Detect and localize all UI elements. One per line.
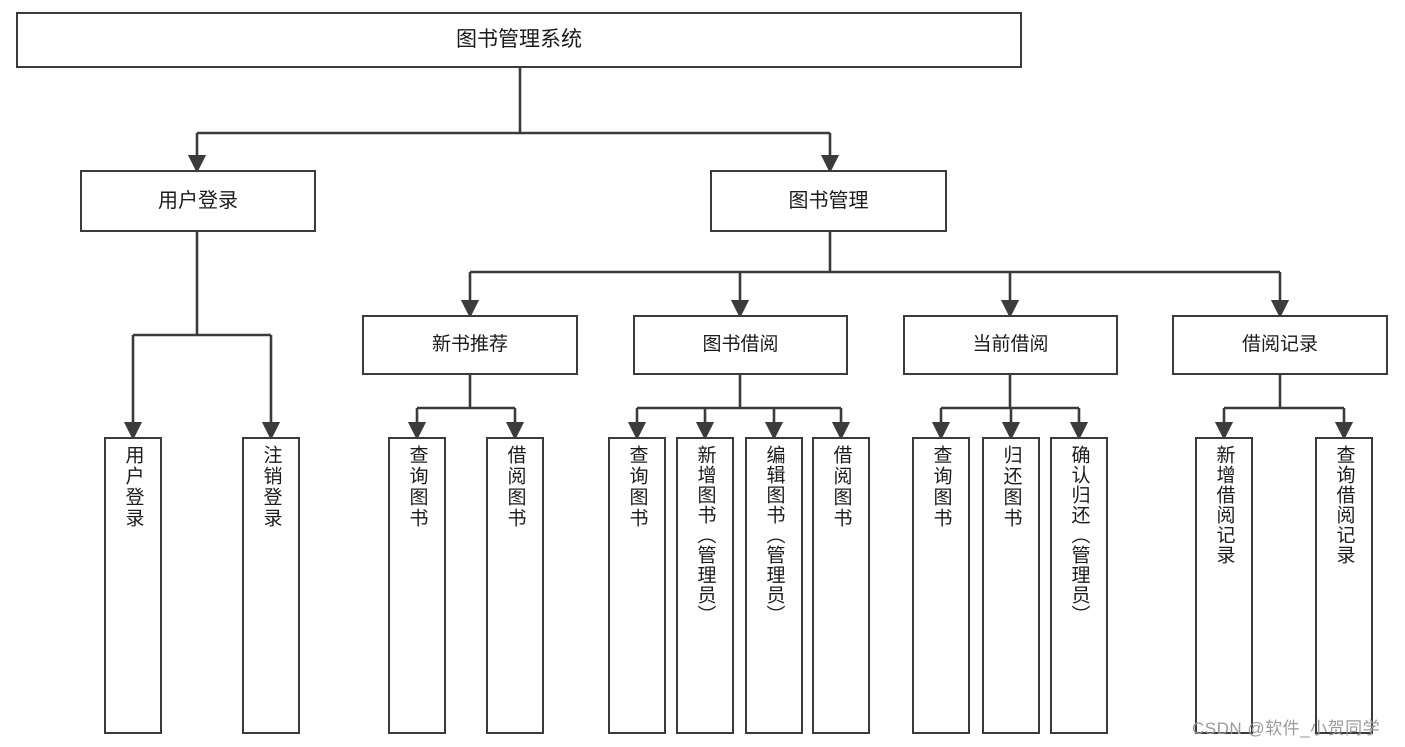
node-leaf-query-record-label: 查询借阅记录 xyxy=(1333,445,1355,565)
node-book-borrow[interactable]: 图书借阅 xyxy=(633,315,848,375)
node-new-book-recommend[interactable]: 新书推荐 xyxy=(362,315,578,375)
node-leaf-confirm-return[interactable]: 确认归还（管理员） xyxy=(1050,437,1108,734)
node-book-manage[interactable]: 图书管理 xyxy=(710,170,947,232)
node-leaf-logout-label: 注销登录 xyxy=(260,445,282,529)
node-leaf-edit-book-label: 编辑图书（管理员） xyxy=(763,445,785,625)
node-new-book-recommend-label: 新书推荐 xyxy=(431,334,508,356)
node-leaf-query-book-2[interactable]: 查询图书 xyxy=(608,437,666,734)
node-leaf-confirm-return-label: 确认归还（管理员） xyxy=(1068,445,1090,625)
node-leaf-add-book[interactable]: 新增图书（管理员） xyxy=(676,437,734,734)
node-leaf-borrow-book-2-label: 借阅图书 xyxy=(830,445,852,529)
node-current-borrow[interactable]: 当前借阅 xyxy=(903,315,1118,375)
watermark-text: CSDN @软件_小贺同学 xyxy=(1192,719,1381,738)
node-leaf-borrow-book-1[interactable]: 借阅图书 xyxy=(486,437,544,734)
node-book-borrow-label: 图书借阅 xyxy=(702,334,779,356)
node-user-login[interactable]: 用户登录 xyxy=(80,170,316,232)
node-leaf-query-book-3[interactable]: 查询图书 xyxy=(912,437,970,734)
node-leaf-query-book-1-label: 查询图书 xyxy=(406,445,428,529)
node-leaf-logout[interactable]: 注销登录 xyxy=(242,437,300,734)
node-leaf-return-book-label: 归还图书 xyxy=(1000,445,1022,529)
node-leaf-query-book-1[interactable]: 查询图书 xyxy=(388,437,446,734)
node-leaf-query-book-2-label: 查询图书 xyxy=(626,445,648,529)
node-leaf-add-record[interactable]: 新增借阅记录 xyxy=(1195,437,1253,734)
node-book-manage-label: 图书管理 xyxy=(788,189,869,212)
node-leaf-return-book[interactable]: 归还图书 xyxy=(982,437,1040,734)
node-leaf-query-record[interactable]: 查询借阅记录 xyxy=(1315,437,1373,734)
node-current-borrow-label: 当前借阅 xyxy=(972,334,1049,356)
node-leaf-add-record-label: 新增借阅记录 xyxy=(1213,445,1235,565)
node-leaf-borrow-book-2[interactable]: 借阅图书 xyxy=(812,437,870,734)
node-leaf-user-login-label: 用户登录 xyxy=(122,445,144,529)
node-root[interactable]: 图书管理系统 xyxy=(16,12,1022,68)
node-root-label: 图书管理系统 xyxy=(456,28,582,52)
node-borrow-record-label: 借阅记录 xyxy=(1241,334,1318,356)
node-user-login-label: 用户登录 xyxy=(158,189,238,212)
node-leaf-borrow-book-1-label: 借阅图书 xyxy=(504,445,526,529)
node-leaf-user-login[interactable]: 用户登录 xyxy=(104,437,162,734)
node-leaf-add-book-label: 新增图书（管理员） xyxy=(694,445,716,625)
node-leaf-query-book-3-label: 查询图书 xyxy=(930,445,952,529)
node-leaf-edit-book[interactable]: 编辑图书（管理员） xyxy=(745,437,803,734)
node-borrow-record[interactable]: 借阅记录 xyxy=(1172,315,1388,375)
